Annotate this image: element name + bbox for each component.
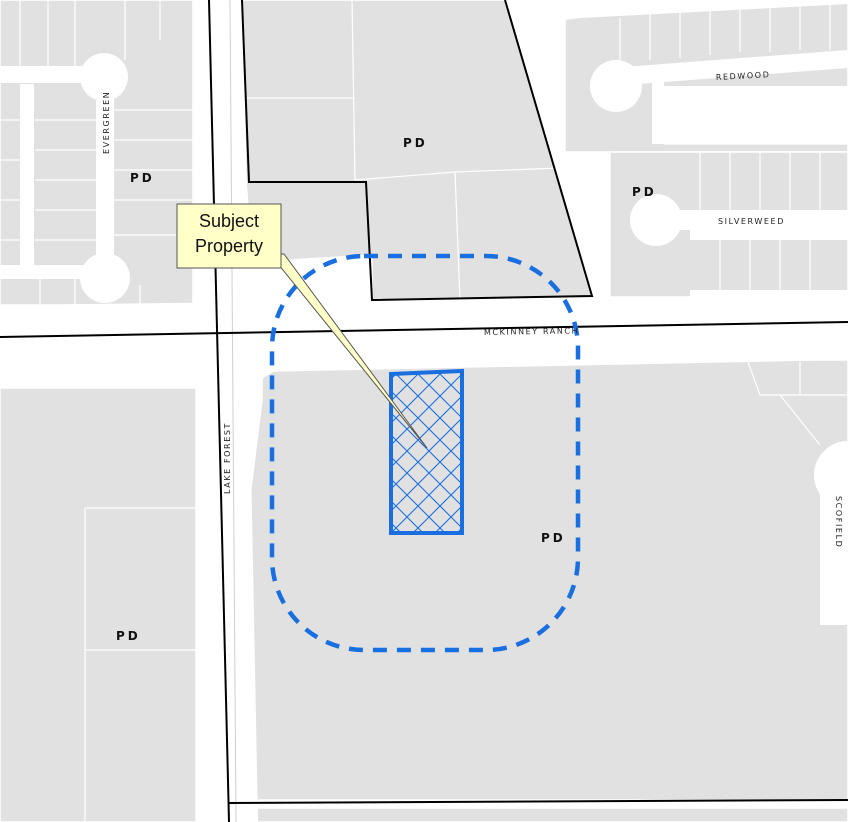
se-streets bbox=[814, 441, 848, 625]
se-lot-lines bbox=[84, 361, 848, 822]
callout-line2: Property bbox=[195, 236, 263, 256]
street-label-scofield: SCOFIELD bbox=[834, 496, 843, 548]
parcel bbox=[237, 807, 848, 822]
street-label-silverweed: SILVERWEED bbox=[718, 217, 785, 226]
zoning-label-sw: PD bbox=[116, 629, 141, 643]
north-lot-lines bbox=[246, 0, 561, 301]
callout-box bbox=[176, 203, 282, 269]
subject-property-callout: Subject Property bbox=[176, 203, 428, 449]
nw-streets bbox=[0, 53, 130, 303]
street-label-evergreen: EVERGREEN bbox=[102, 91, 111, 154]
parcel bbox=[0, 387, 197, 822]
road-edges bbox=[229, 0, 237, 822]
street-label-mckinney-ranch: MCKINNEY RANCH bbox=[484, 326, 579, 337]
street-label-lake-forest: LAKE FOREST bbox=[223, 422, 232, 494]
nw-lot-lines bbox=[0, 0, 193, 305]
zoning-label-se: PD bbox=[541, 531, 566, 545]
subject-property bbox=[389, 368, 464, 535]
ne-streets bbox=[565, 0, 848, 302]
ne-lot-lines bbox=[619, 2, 848, 290]
zoning-label-n: PD bbox=[403, 136, 428, 150]
zoning-label-ne: PD bbox=[632, 185, 657, 199]
callout-line1: Subject bbox=[199, 211, 259, 231]
notification-buffer bbox=[269, 253, 581, 653]
zoning-label-nw: PD bbox=[130, 171, 155, 185]
street-label-redwood: REDWOOD bbox=[716, 70, 771, 82]
parcel bbox=[237, 359, 848, 801]
